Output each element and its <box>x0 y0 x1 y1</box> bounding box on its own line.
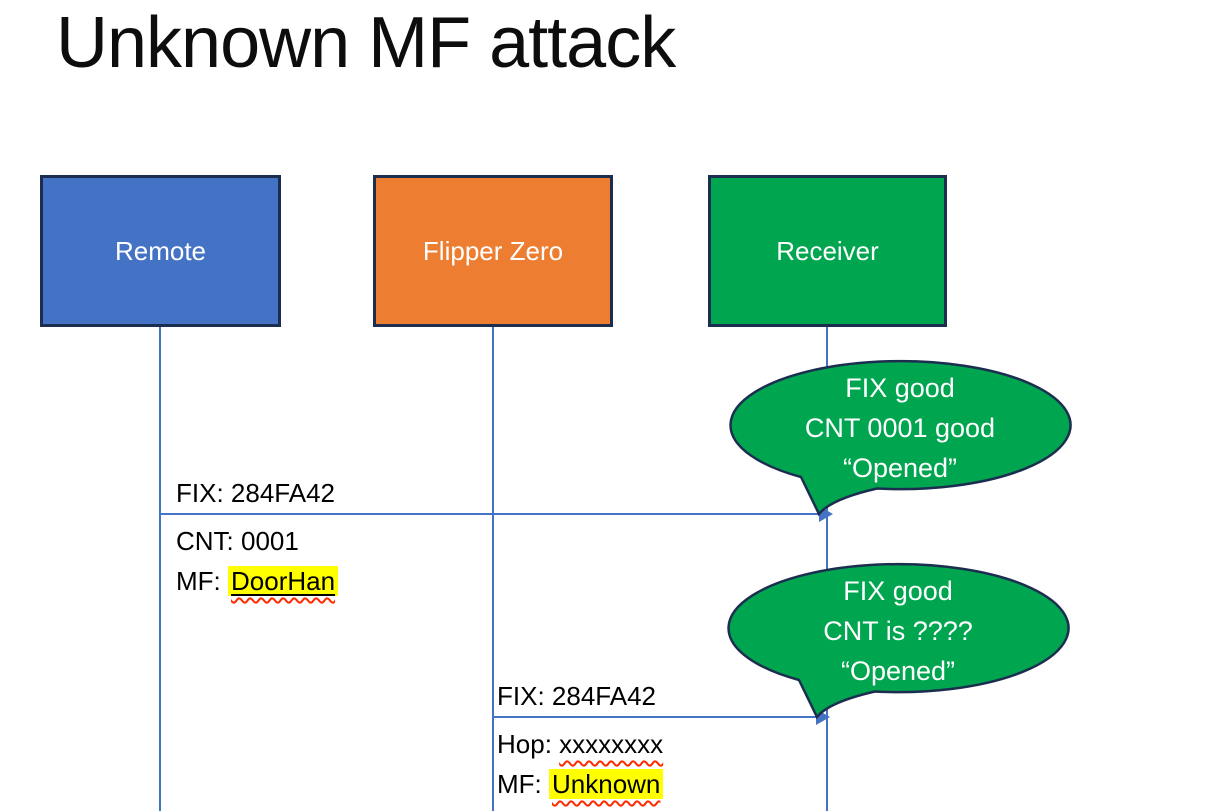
message1-fix-text: FIX: 284FA42 <box>176 478 335 508</box>
message1-mf-highlight: DoorHan <box>228 566 339 596</box>
message1-mf-prefix: MF: <box>176 566 228 596</box>
message1-mf-text: MF: DoorHan <box>176 561 339 601</box>
message2-mf-prefix: MF: <box>497 769 549 799</box>
message2-hop-value: xxxxxxxx <box>559 729 664 759</box>
message2-mf-highlight: Unknown <box>549 769 664 799</box>
message-arrow-1 <box>160 506 833 522</box>
actor-box-remote: Remote <box>40 175 281 327</box>
speech-bubble-1 <box>729 359 1072 517</box>
message2-details: Hop: xxxxxxxx MF: Unknown <box>497 724 664 804</box>
speech-bubble-2-text: FIX good CNT is ???? “Opened” <box>725 571 1071 691</box>
slide-title: Unknown MF attack <box>56 3 676 83</box>
actor-box-receiver: Receiver <box>708 175 947 327</box>
bubble1-line3: “Opened” <box>842 453 958 483</box>
message2-hop-text: Hop: xxxxxxxx <box>497 724 663 764</box>
message1-details: CNT: 0001 MF: DoorHan <box>176 521 339 601</box>
message2-hop-prefix: Hop: <box>497 729 560 759</box>
bubble2-line1: FIX good <box>843 576 953 606</box>
lifeline-remote <box>159 327 161 811</box>
bubble2-line2: CNT is ???? <box>823 616 973 646</box>
bubble1-line2: CNT 0001 good <box>804 413 996 443</box>
actor-flipper-zero-label: Flipper Zero <box>422 235 564 266</box>
bubble2-line3: “Opened” <box>840 656 956 686</box>
actor-remote-label: Remote <box>114 235 207 266</box>
actor-box-flipper-zero: Flipper Zero <box>373 175 613 327</box>
speech-bubble-2 <box>727 562 1070 720</box>
speech-bubble-1-text: FIX good CNT 0001 good “Opened” <box>727 368 1073 488</box>
message1-cnt-text: CNT: 0001 <box>176 526 299 556</box>
message2-fix-text: FIX: 284FA42 <box>497 681 656 711</box>
actor-receiver-label: Receiver <box>776 235 879 266</box>
bubble1-line1: FIX good <box>845 373 955 403</box>
message2-mf-text: MF: Unknown <box>497 764 664 804</box>
lifeline-flipper-zero <box>492 327 494 811</box>
